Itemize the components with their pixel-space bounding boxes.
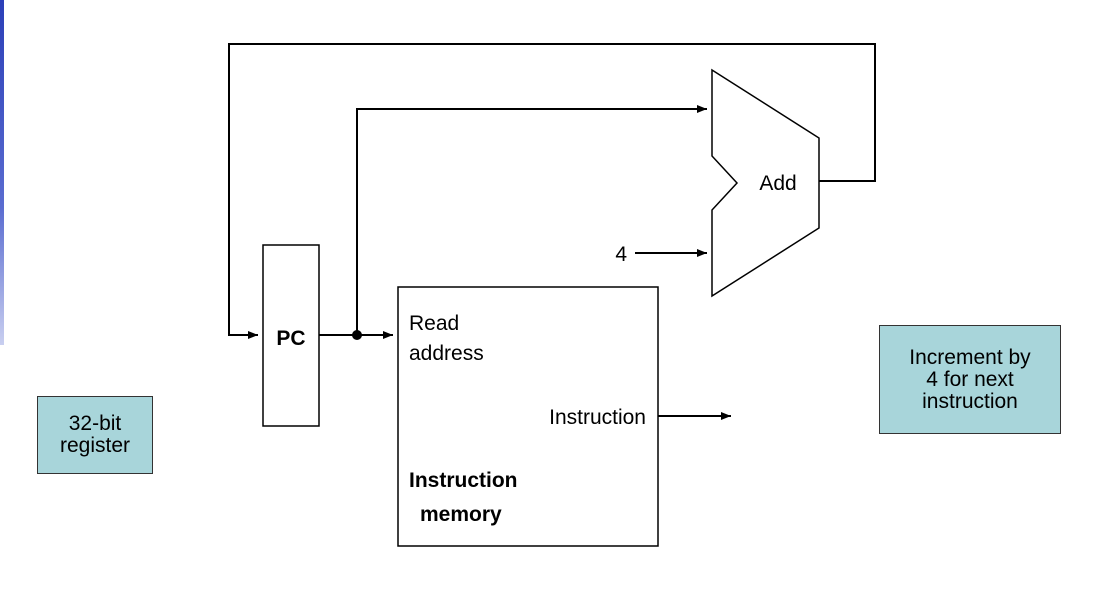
pc-label: PC <box>276 327 305 350</box>
register-callout-line-1: 32-bit <box>68 412 122 435</box>
read-address-line-2: address <box>409 342 484 365</box>
memory-title-line-2: memory <box>420 503 502 526</box>
instruction-memory-block <box>397 286 659 547</box>
instruction-memory-title: Instruction memory <box>409 469 523 526</box>
increment-callout-line-3: instruction <box>922 389 1018 413</box>
read-address-line-1: Read <box>409 312 459 335</box>
constant-four-label: 4 <box>615 243 627 266</box>
memory-title-line-1: Instruction <box>409 469 518 492</box>
register-callout: 32-bit register <box>37 396 153 474</box>
adder-feedback-wire <box>228 43 876 339</box>
pc-register <box>262 244 320 427</box>
increment-callout-line-2: 4 for next <box>926 367 1014 391</box>
increment-callout-line-1: Increment by <box>909 345 1031 369</box>
adder-label: Add <box>759 172 796 195</box>
register-callout-line-2: register <box>59 434 131 457</box>
wire-junction-dot <box>352 330 362 340</box>
increment-callout: Increment by 4 for next instruction <box>879 325 1061 434</box>
pc-to-adder-wire <box>356 105 707 335</box>
adder-unit <box>711 68 820 298</box>
slide-accent-bar <box>0 0 4 345</box>
instruction-output-label: Instruction <box>549 406 646 429</box>
read-address-label: Read address <box>409 312 484 365</box>
